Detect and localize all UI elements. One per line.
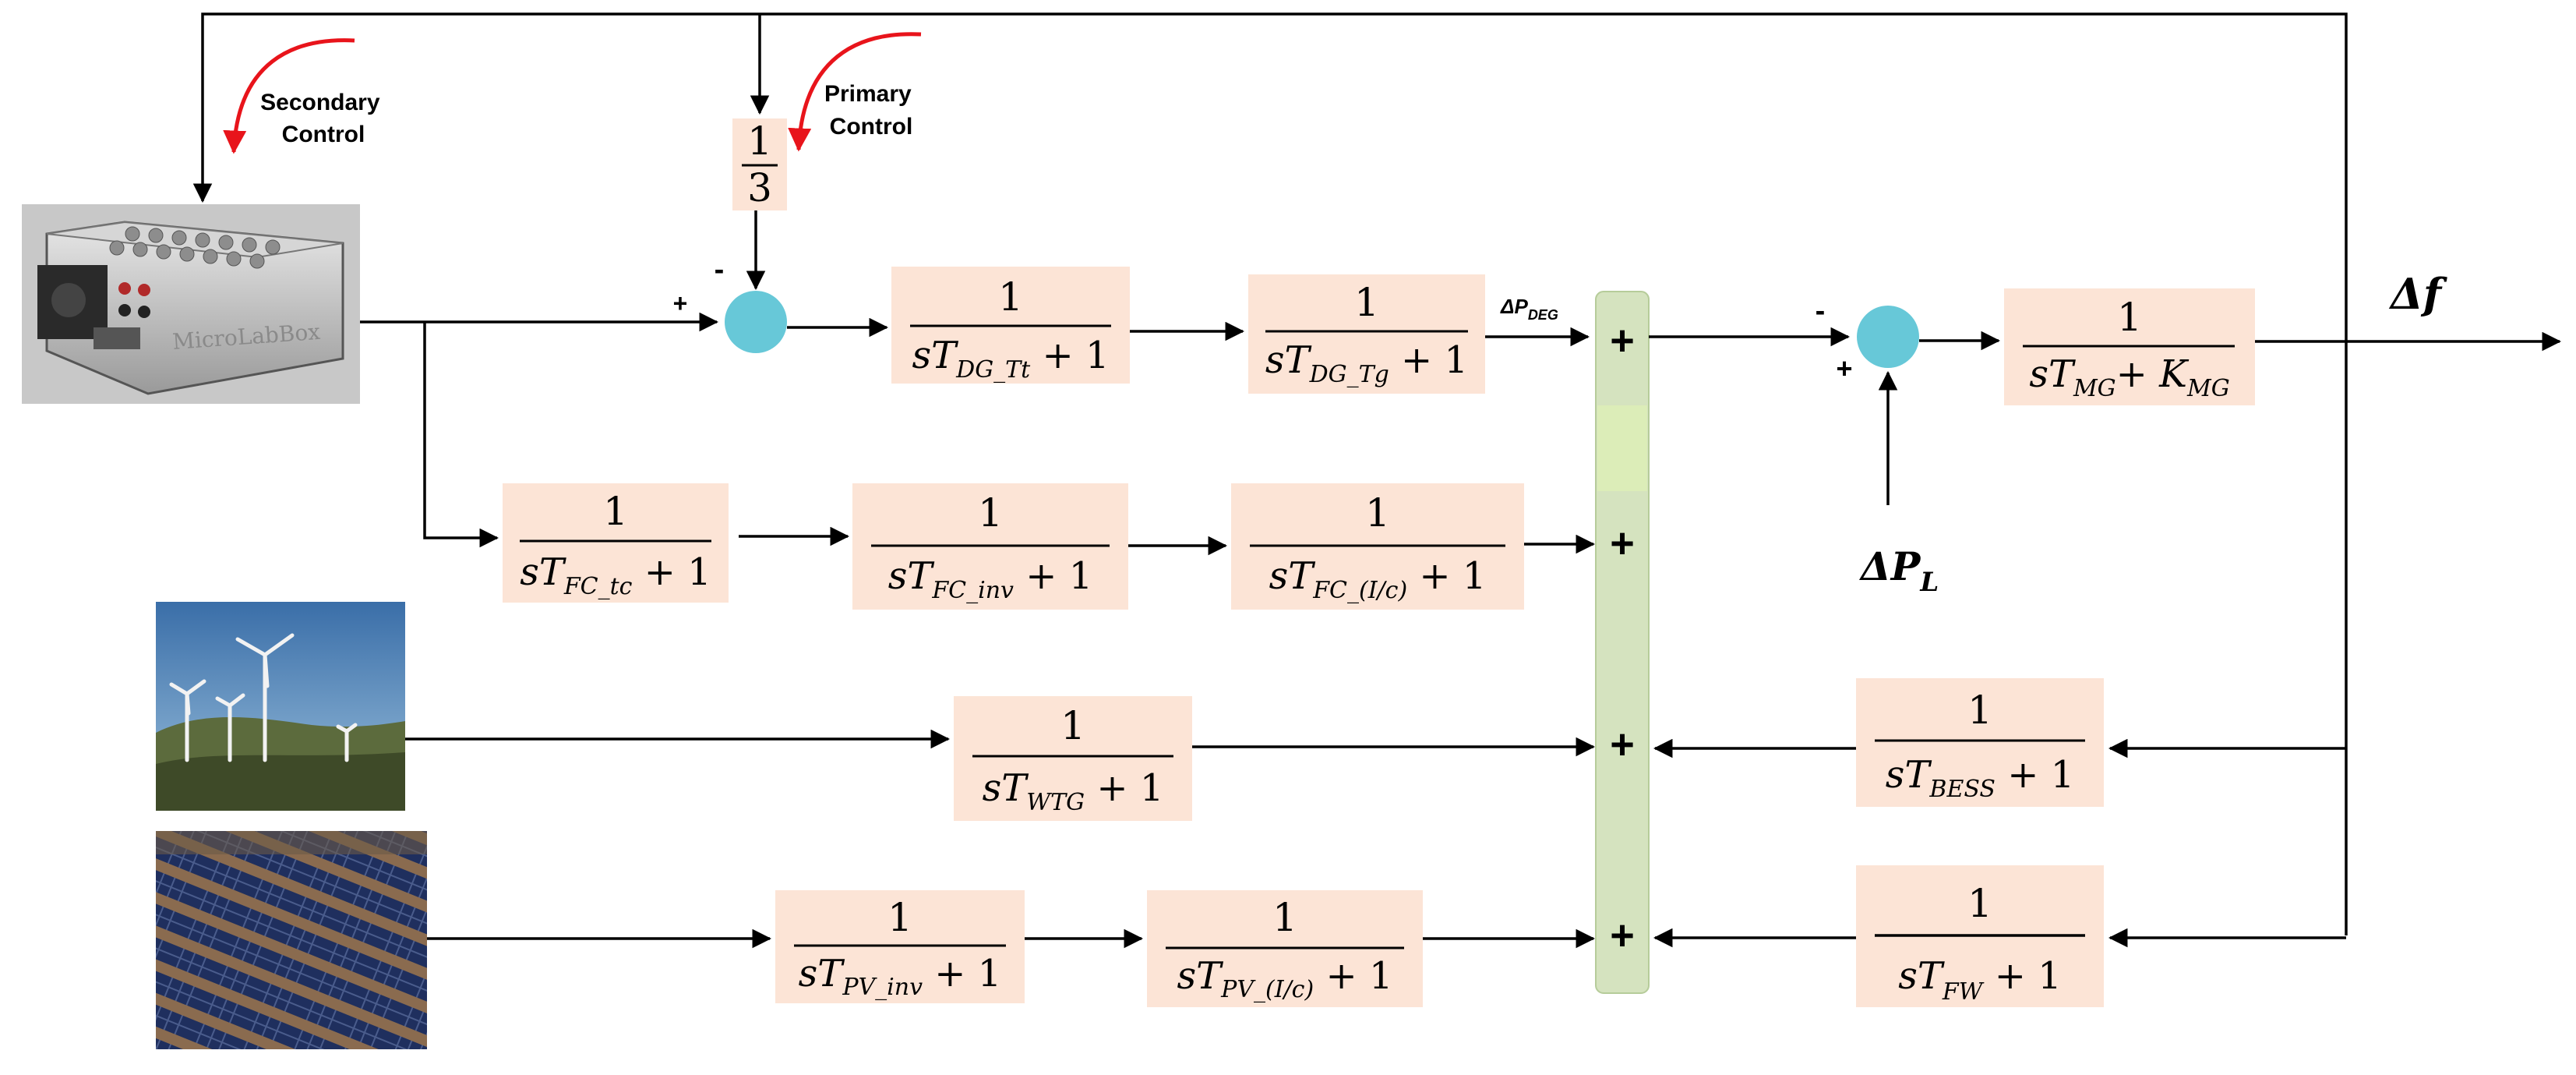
svg-text:1: 1 [887, 895, 912, 940]
svg-text:sTDG_Tg + 1: sTDG_Tg + 1 [1265, 338, 1468, 388]
wind-farm-photo [156, 602, 405, 811]
fc-tc-block: 1 sTFC_tc + 1 [503, 483, 729, 603]
frequency-summing-junction [725, 291, 787, 353]
svg-text:1: 1 [978, 490, 1003, 536]
svg-text:1: 1 [1272, 895, 1297, 940]
load-summing-junction [1857, 306, 1919, 368]
svg-text:1: 1 [1967, 688, 1992, 733]
svg-text:+: + [1610, 912, 1635, 959]
svg-text:1: 1 [1354, 280, 1379, 325]
svg-text:sTFC_inv + 1: sTFC_inv + 1 [888, 554, 1093, 604]
gain-block: 1 3 [732, 118, 787, 210]
delta-f-label: Δf [2388, 269, 2447, 319]
load-summer-plus-sign: + [1836, 352, 1852, 384]
primary-control-label: Primary Control [824, 81, 918, 140]
svg-text:3: 3 [747, 165, 772, 210]
pv-inverter-block: 1 sTPV_inv + 1 [775, 890, 1025, 1003]
svg-text:sTFW + 1: sTFW + 1 [1898, 954, 2062, 1006]
load-summer-minus-sign: - [1816, 295, 1826, 327]
svg-text:sTPV_(I/c) + 1: sTPV_(I/c) + 1 [1177, 954, 1393, 1003]
pv-interconnect-block: 1 sTPV_(I/c) + 1 [1147, 890, 1423, 1007]
svg-text:+: + [1610, 520, 1635, 567]
microgrid-inertia-block: 1 sTMG+ KMG [2004, 288, 2255, 405]
microlabbox-device: MicroLabBox [22, 204, 360, 404]
wtg-block: 1 sTWTG + 1 [954, 696, 1192, 821]
power-summing-bus: + + + + [1595, 291, 1650, 994]
svg-text:1: 1 [1967, 881, 1992, 926]
svg-text:sTDG_Tt + 1: sTDG_Tt + 1 [912, 334, 1109, 384]
svg-text:sTMG+ KMG: sTMG+ KMG [2029, 352, 2229, 402]
bess-block: 1 sTBESS + 1 [1856, 678, 2104, 807]
svg-text:sTFC_(I/c) + 1: sTFC_(I/c) + 1 [1269, 554, 1487, 604]
summer-plus-sign: + [673, 289, 688, 317]
svg-text:1: 1 [747, 118, 772, 164]
secondary-control-label: Secondary Control [260, 90, 386, 147]
fc-inverter-block: 1 sTFC_inv + 1 [852, 483, 1128, 610]
summer-minus-sign: - [715, 253, 725, 286]
svg-text:1: 1 [1060, 703, 1085, 748]
dg-governor-block: 1 sTDG_Tg + 1 [1248, 274, 1485, 394]
svg-text:+: + [1610, 317, 1635, 364]
flywheel-block: 1 sTFW + 1 [1856, 865, 2104, 1007]
svg-text:1: 1 [998, 274, 1023, 320]
secondary-control-arrow [223, 38, 355, 154]
delta-p-deg-label: ΔPDEG [1500, 295, 1558, 323]
solar-farm-photo [156, 831, 427, 1049]
svg-text:1: 1 [1365, 490, 1390, 536]
svg-text:sTWTG + 1: sTWTG + 1 [983, 766, 1164, 816]
svg-text:sTFC_tc + 1: sTFC_tc + 1 [520, 550, 711, 600]
dg-turbine-block: 1 sTDG_Tt + 1 [891, 267, 1130, 384]
svg-text:sTBESS + 1: sTBESS + 1 [1886, 753, 2074, 803]
svg-text:1: 1 [2117, 295, 2142, 340]
svg-text:sTPV_inv + 1: sTPV_inv + 1 [799, 952, 1002, 1001]
svg-text:+: + [1610, 721, 1635, 768]
fc-interconnect-block: 1 sTFC_(I/c) + 1 [1231, 483, 1524, 610]
delta-p-load-label: ΔPL [1858, 543, 1939, 598]
svg-text:1: 1 [603, 489, 628, 534]
feedback-wiring [192, 12, 2348, 935]
primary-control-arrow [788, 32, 922, 152]
